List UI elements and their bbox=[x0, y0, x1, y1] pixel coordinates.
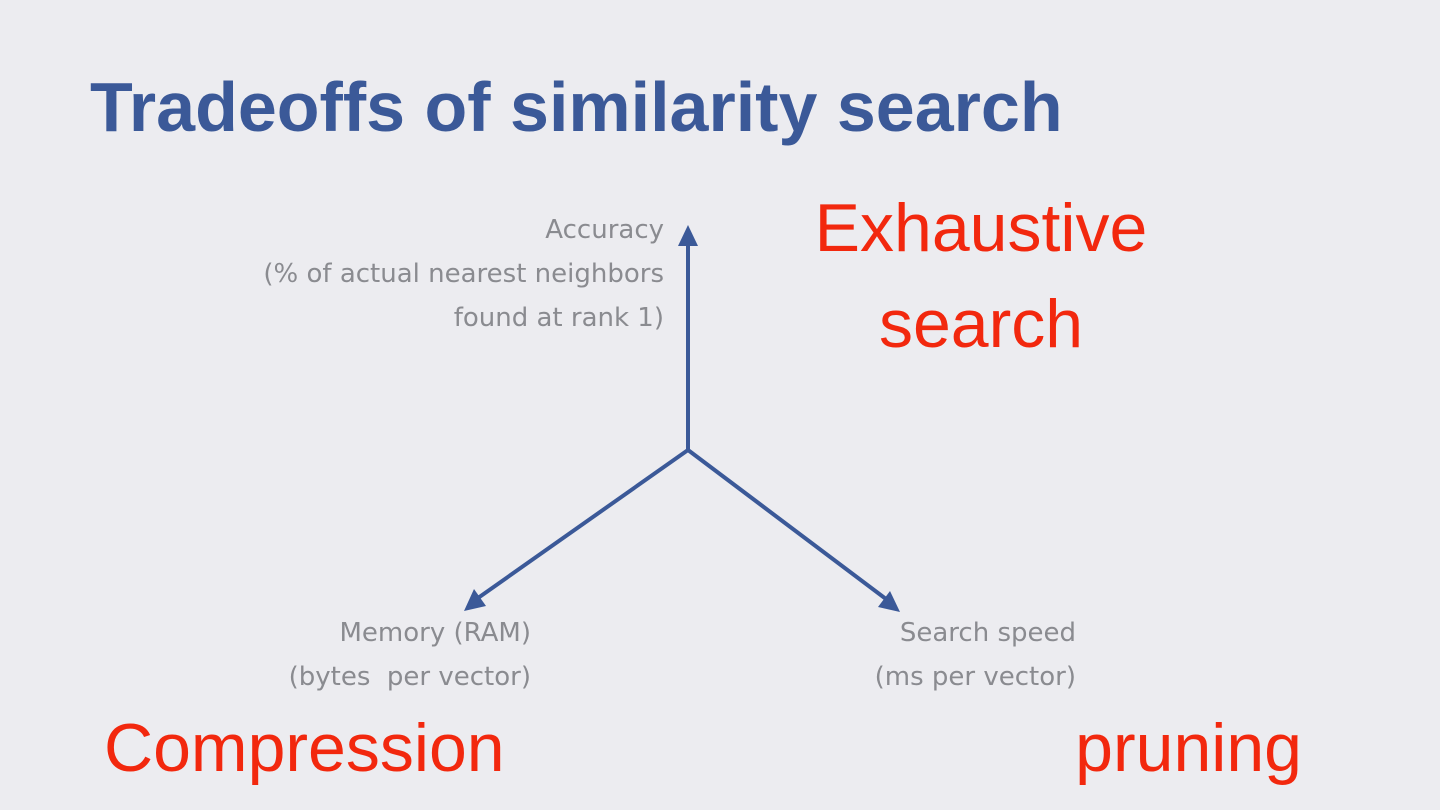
exhaustive-line: search bbox=[878, 286, 1084, 362]
accuracy-axis-label: Accuracy (% of actual nearest neighbors … bbox=[263, 208, 664, 340]
memory-arrowhead bbox=[464, 589, 486, 611]
memory-label-line: Memory (RAM) bbox=[339, 618, 531, 648]
speed-axis bbox=[686, 448, 888, 601]
accuracy-label-line: found at rank 1) bbox=[453, 303, 664, 333]
speed-axis-label: Search speed (ms per vector) bbox=[875, 611, 1076, 699]
accuracy-arrowhead bbox=[678, 225, 698, 246]
memory-axis bbox=[476, 448, 690, 600]
memory-label-line: (bytes per vector) bbox=[288, 662, 531, 692]
exhaustive-search-label: Exhaustive search bbox=[781, 180, 1181, 372]
speed-label-line: Search speed bbox=[899, 618, 1076, 648]
accuracy-label-line: (% of actual nearest neighbors bbox=[263, 259, 664, 289]
exhaustive-line: Exhaustive bbox=[814, 190, 1148, 266]
slide-title: Tradeoffs of similarity search bbox=[90, 68, 1063, 146]
accuracy-label-line: Accuracy bbox=[545, 215, 664, 245]
speed-label-line: (ms per vector) bbox=[874, 662, 1076, 692]
memory-axis-label: Memory (RAM) (bytes per vector) bbox=[289, 611, 531, 699]
pruning-label: pruning bbox=[1075, 710, 1302, 786]
compression-label: Compression bbox=[104, 710, 505, 786]
speed-arrowhead bbox=[878, 591, 900, 612]
